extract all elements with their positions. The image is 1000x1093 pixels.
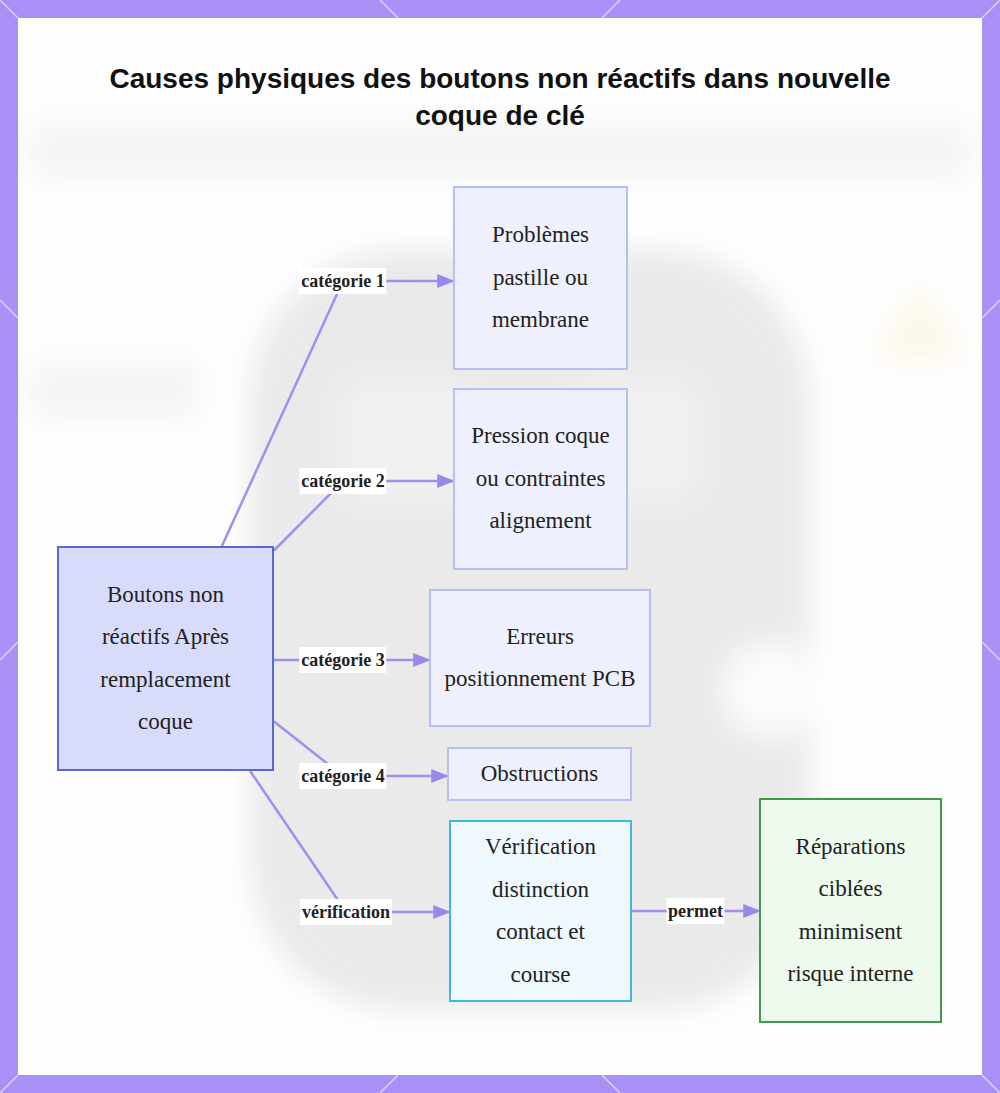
edge-label: vérification xyxy=(300,899,392,925)
edge-label: catégorie 4 xyxy=(299,763,386,789)
connector-arrow xyxy=(250,771,449,912)
canvas-veil xyxy=(18,18,982,1075)
box-text: Erreurs positionnement PCB xyxy=(440,616,640,701)
edge-label: catégorie 2 xyxy=(299,468,386,494)
category-box: Obstructions xyxy=(447,747,632,801)
category-box: Erreurs positionnement PCB xyxy=(429,589,651,727)
category-box: Pression coque ou contraintes alignement xyxy=(453,388,628,570)
result-box: Réparations ciblées minimisent risque in… xyxy=(759,798,942,1023)
edge-label: catégorie 1 xyxy=(299,268,386,294)
category-box: Problèmes pastille ou membrane xyxy=(453,186,628,370)
box-text: Vérification distinction contact et cour… xyxy=(466,826,616,996)
canvas-panel xyxy=(18,18,982,1075)
edge-label: permet xyxy=(666,898,725,924)
box-text: Pression coque ou contraintes alignement xyxy=(471,415,611,543)
diagram-title: Causes physiques des boutons non réactif… xyxy=(100,60,900,134)
root-box: Boutons non réactifs Après remplacement … xyxy=(57,546,274,771)
box-text: Réparations ciblées minimisent risque in… xyxy=(781,826,921,996)
box-text: Problèmes pastille ou membrane xyxy=(483,214,598,342)
box-text: Boutons non réactifs Après remplacement … xyxy=(83,574,248,744)
edge-label: catégorie 3 xyxy=(299,647,386,673)
connector-arrow xyxy=(222,281,453,546)
box-text: Obstructions xyxy=(481,753,599,796)
check-box: Vérification distinction contact et cour… xyxy=(449,820,632,1002)
